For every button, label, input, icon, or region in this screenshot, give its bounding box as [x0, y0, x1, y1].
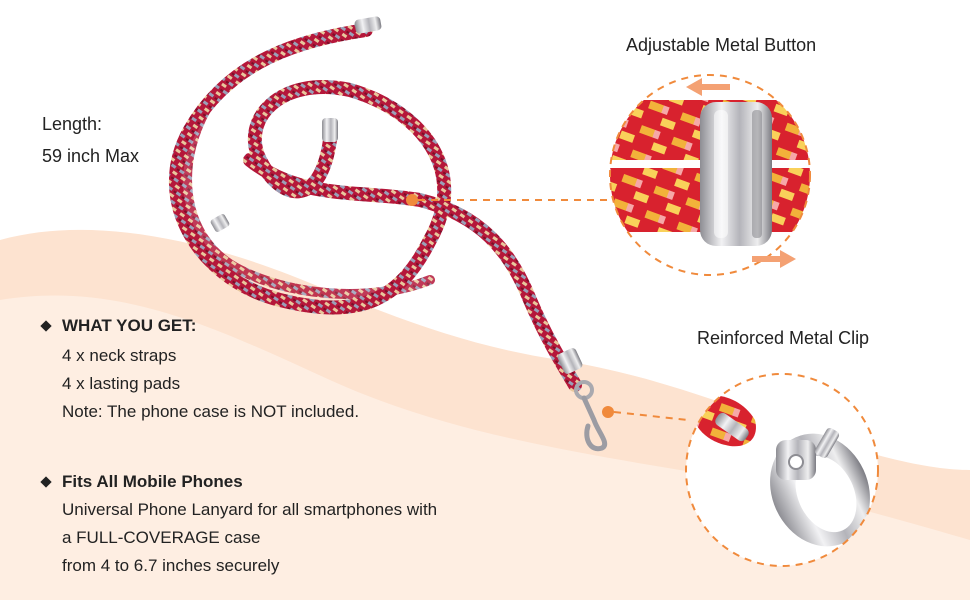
what-you-get-item: 4 x lasting pads: [62, 374, 181, 393]
rope-end-cap-top: [354, 16, 382, 34]
callout-dot-button: [406, 194, 418, 206]
lanyard-rope: [168, 23, 582, 392]
length-label: Length:: [42, 114, 103, 134]
rope-bead: [210, 214, 230, 232]
length-value: 59 inch Max: [42, 146, 140, 166]
arrow-right-icon: [752, 250, 796, 268]
fits-line: a FULL-COVERAGE case: [62, 528, 261, 547]
what-you-get-heading: WHAT YOU GET:: [62, 316, 197, 335]
what-you-get-note: Note: The phone case is NOT included.: [62, 402, 360, 421]
callout-label-clip: Reinforced Metal Clip: [697, 328, 870, 348]
zoom-circle-button: [609, 74, 811, 276]
what-you-get-item: 4 x neck straps: [62, 346, 177, 365]
fits-line: Universal Phone Lanyard for all smartpho…: [62, 500, 438, 519]
arrow-left-icon: [686, 78, 730, 96]
small-clip: [574, 380, 608, 452]
fits-line: from 4 to 6.7 inches securely: [62, 556, 280, 575]
callout-dot-clip: [602, 406, 614, 418]
fits-heading: Fits All Mobile Phones: [62, 472, 243, 491]
rope-ferrule-bottom: [557, 348, 583, 374]
callout-label-button: Adjustable Metal Button: [626, 35, 817, 55]
rope-end-cap-middle: [322, 118, 338, 142]
